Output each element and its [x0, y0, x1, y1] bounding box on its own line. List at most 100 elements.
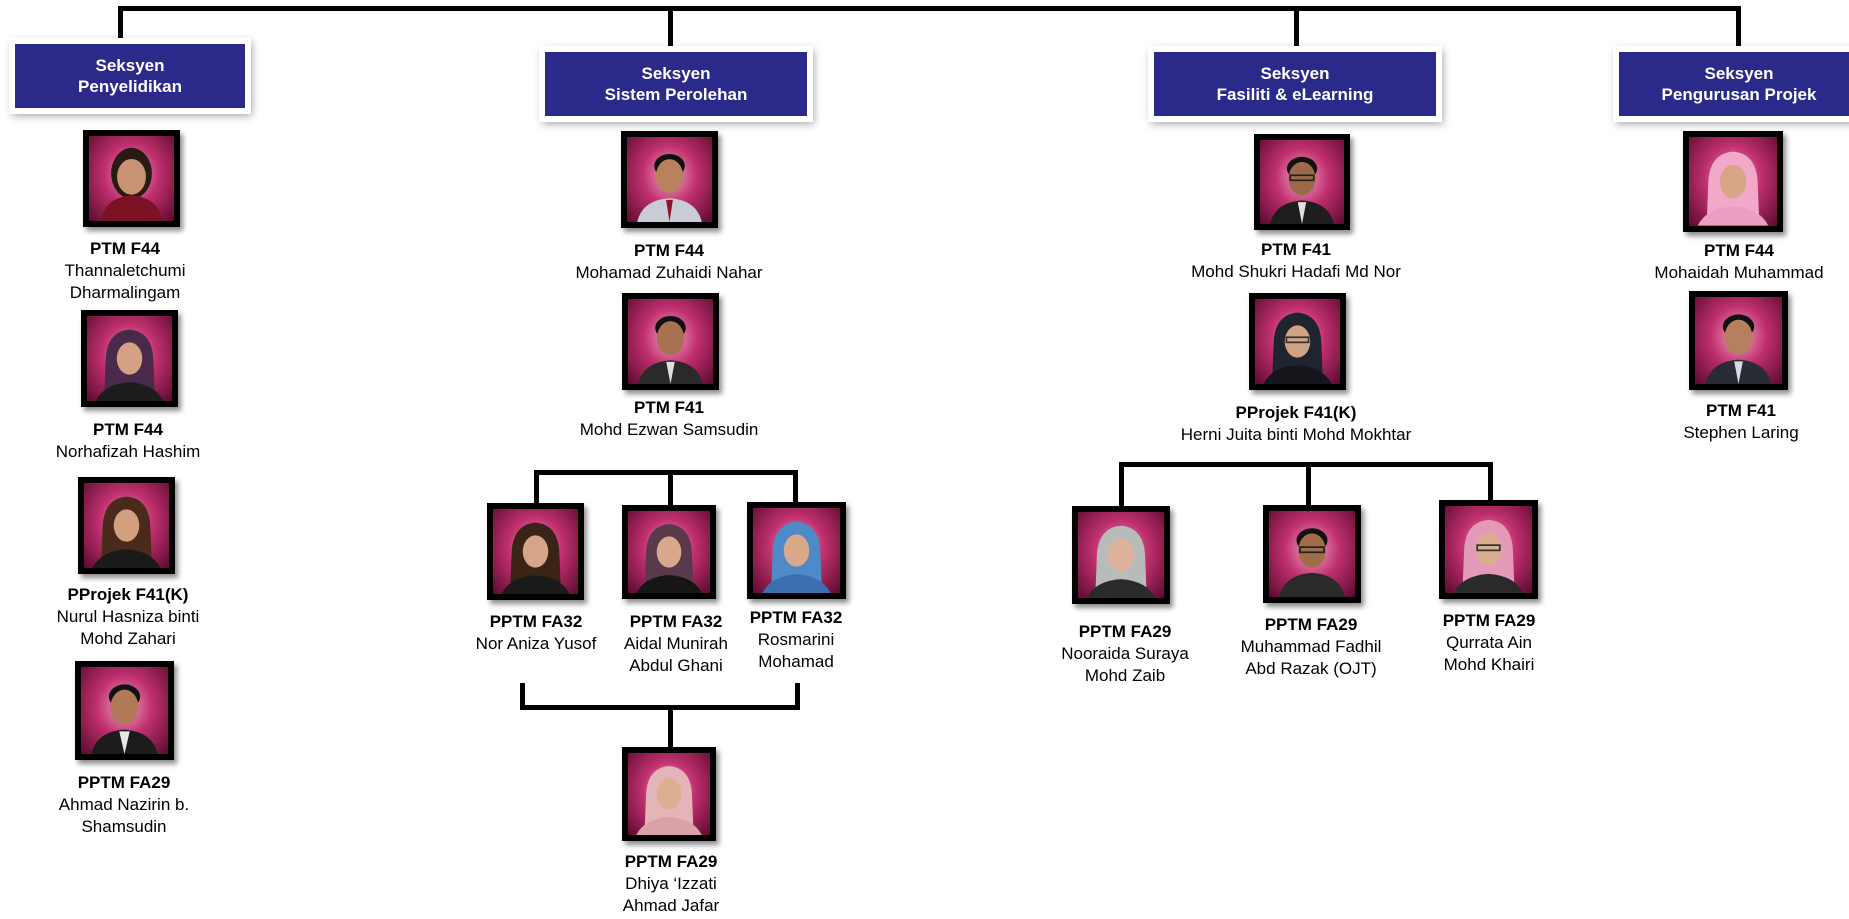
male-portrait [75, 661, 174, 760]
male-portrait [622, 293, 719, 390]
female-portrait [83, 130, 180, 227]
person-grade: PTM F44 [93, 420, 163, 439]
connector-drop-perolehan [668, 6, 673, 48]
fasiliti-branch-left [1119, 462, 1124, 508]
male-portrait [621, 131, 718, 228]
connector-drop-fasiliti [1294, 6, 1299, 48]
person-name: Qurrata Ain [1446, 633, 1532, 652]
person-name: Mohamad [758, 652, 834, 671]
person-name: Norhafizah Hashim [55, 442, 201, 461]
fasiliti-branch-mid [1306, 462, 1311, 508]
hijab-portrait [622, 747, 716, 841]
person-name: Mohd Khairi [1443, 655, 1535, 674]
hijab-portrait [1683, 131, 1783, 232]
person-grade: PPTM FA29 [1442, 611, 1536, 630]
person-label: PPTM FA29 Nooraida Suraya Mohd Zaib [1061, 621, 1189, 687]
section-label-line1: Seksyen [641, 64, 711, 83]
perolehan-branch-left [534, 470, 539, 506]
person-label: PTM F41 Stephen Laring [1683, 400, 1798, 444]
person-grade: PProjek F41(K) [67, 585, 189, 604]
hijab-portrait [747, 502, 846, 599]
person-label: PPTM FA32 Aidal Munirah Abdul Ghani [624, 611, 728, 677]
section-pengurusan-projek: Seksyen Pengurusan Projek [1619, 52, 1849, 116]
person-name: Herni Juita binti Mohd Mokhtar [1180, 425, 1412, 444]
person-label: PProjek F41(K) Nurul Hasniza binti Mohd … [57, 584, 200, 650]
perolehan-merge-drop [668, 705, 673, 747]
person-label: PPTM FA32 Rosmarini Mohamad [750, 607, 843, 673]
person-grade: PPTM FA29 [1264, 615, 1358, 634]
perolehan-branch-mid [668, 470, 673, 506]
hijab-portrait [487, 503, 584, 600]
person-label: PTM F41 Mohd Shukri Hadafi Md Nor [1191, 239, 1401, 283]
person-label: PPTM FA29 Qurrata Ain Mohd Khairi [1443, 610, 1536, 676]
person-name: Ahmad Nazirin b. [58, 795, 190, 814]
perolehan-merge-right [795, 683, 800, 710]
male-portrait [1689, 291, 1788, 390]
person-name: Mohamad Zuhaidi Nahar [575, 263, 763, 282]
hijab-portrait [81, 310, 178, 407]
person-label: PTM F44 Mohamad Zuhaidi Nahar [575, 240, 762, 284]
person-name: Ahmad Jafar [622, 896, 720, 915]
person-name: Nor Aniza Yusof [475, 634, 597, 653]
hijab-portrait [622, 505, 716, 599]
section-label-line1: Seksyen [1704, 64, 1774, 83]
hijab-portrait [1249, 293, 1346, 390]
connector-drop-projek [1736, 6, 1741, 48]
person-name: Shamsudin [81, 817, 167, 836]
person-grade: PTM F41 [1261, 240, 1331, 259]
person-name: Dhiya ‘Izzati [625, 874, 717, 893]
section-penyelidikan: Seksyen Penyelidikan [15, 44, 245, 108]
person-name: Nurul Hasniza binti [56, 607, 200, 626]
person-name: Abd Razak (OJT) [1245, 659, 1377, 678]
person-label: PTM F44 Norhafizah Hashim [56, 419, 201, 463]
perolehan-branch-bar [534, 470, 798, 475]
person-grade: PProjek F41(K) [1235, 403, 1357, 422]
section-label-line1: Seksyen [1260, 64, 1330, 83]
person-grade: PPTM FA32 [629, 612, 723, 631]
person-name: Aidal Munirah [624, 634, 728, 653]
perolehan-branch-right [793, 470, 798, 506]
person-grade: PPTM FA32 [489, 612, 583, 631]
section-label-line1: Seksyen [95, 56, 165, 75]
section-label-line2: Sistem Perolehan [604, 85, 748, 104]
perolehan-merge-bar [520, 705, 800, 710]
person-name: Abdul Ghani [629, 656, 723, 675]
person-label: PPTM FA29 Ahmad Nazirin b. Shamsudin [59, 772, 189, 838]
person-label: PTM F44 Thannaletchumi Dharmalingam [65, 238, 186, 304]
person-grade: PPTM FA29 [1078, 622, 1172, 641]
hijab-portrait [1439, 500, 1538, 599]
person-name: Stephen Laring [1683, 423, 1799, 442]
person-name: Mohd Zahari [80, 629, 176, 648]
section-label-line2: Pengurusan Projek [1661, 85, 1817, 104]
person-name: Rosmarini [757, 630, 835, 649]
male-portrait [1263, 505, 1361, 603]
section-label-line2: Fasiliti & eLearning [1216, 85, 1374, 104]
person-name: Mohaidah Muhammad [1654, 263, 1824, 282]
person-name: Mohd Zaib [1084, 666, 1166, 685]
hijab-portrait [78, 477, 175, 574]
person-name: Mohd Ezwan Samsudin [579, 420, 759, 439]
connector-drop-penyelidikan [118, 6, 123, 40]
person-grade: PPTM FA29 [624, 852, 718, 871]
person-name: Muhammad Fadhil [1240, 637, 1382, 656]
person-grade: PTM F44 [90, 239, 160, 258]
section-label-line2: Penyelidikan [78, 77, 182, 96]
person-grade: PTM F41 [1706, 401, 1776, 420]
person-grade: PTM F41 [634, 398, 704, 417]
person-grade: PTM F44 [634, 241, 704, 260]
person-name: Dharmalingam [69, 283, 181, 302]
person-grade: PPTM FA29 [77, 773, 171, 792]
section-sistem-perolehan: Seksyen Sistem Perolehan [545, 52, 807, 116]
hijab-portrait [1072, 506, 1170, 604]
person-label: PTM F44 Mohaidah Muhammad [1654, 240, 1823, 284]
person-name: Mohd Shukri Hadafi Md Nor [1191, 262, 1401, 281]
person-label: PTM F41 Mohd Ezwan Samsudin [580, 397, 759, 441]
person-name: Nooraida Suraya [1061, 644, 1189, 663]
perolehan-merge-left [520, 683, 525, 710]
person-name: Thannaletchumi [64, 261, 186, 280]
person-grade: PTM F44 [1704, 241, 1774, 260]
person-label: PPTM FA32 Nor Aniza Yusof [476, 611, 597, 655]
section-fasiliti-elearning: Seksyen Fasiliti & eLearning [1154, 52, 1436, 116]
person-label: PProjek F41(K) Herni Juita binti Mohd Mo… [1181, 402, 1412, 446]
person-grade: PPTM FA32 [749, 608, 843, 627]
